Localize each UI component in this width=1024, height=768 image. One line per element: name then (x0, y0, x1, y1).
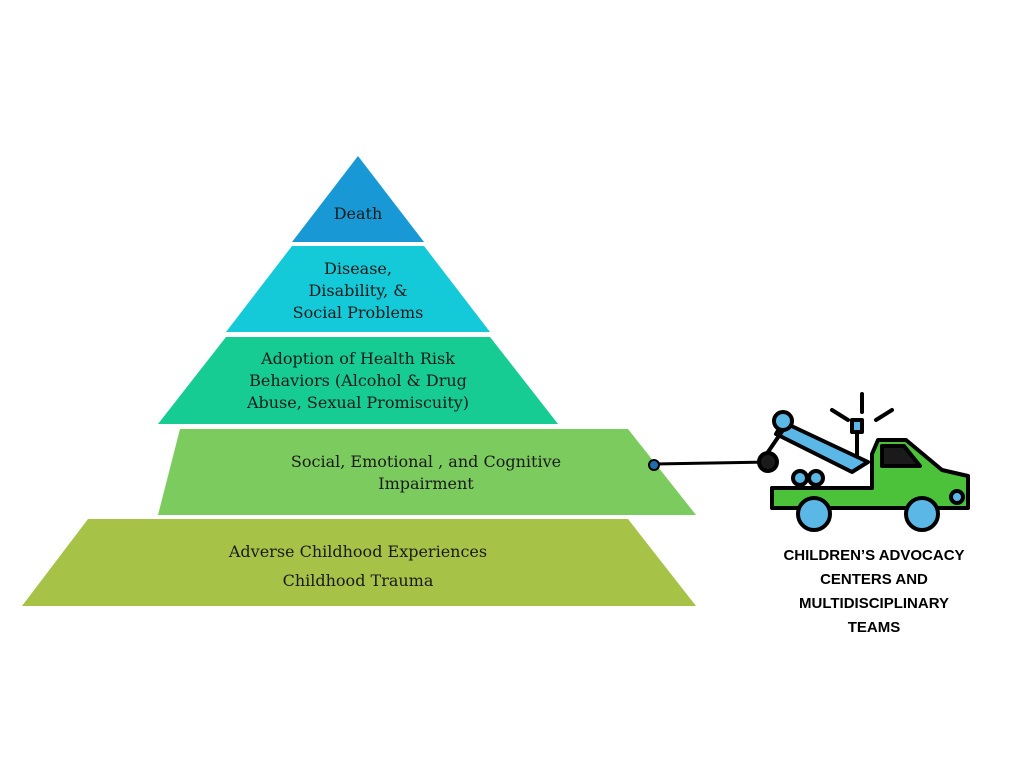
tier-label-health-risk: Adoption of Health Risk Behaviors (Alcoh… (246, 349, 470, 412)
tier-disease (226, 246, 490, 332)
tow-hook (757, 451, 779, 473)
tow-truck-icon (757, 392, 970, 532)
tow-cable (653, 460, 769, 466)
tier-death (292, 156, 424, 242)
tier-label-death: Death (333, 204, 383, 223)
tier-label-ace: Adverse Childhood Experiences Childhood … (228, 542, 488, 590)
tier-label-disease: Disease, Disability, & Social Problems (292, 259, 424, 322)
tier-health-risk (158, 337, 558, 424)
cable-anchor (648, 459, 660, 471)
truck-caption: CHILDREN’S ADVOCACY CENTERS AND MULTIDIS… (783, 547, 965, 636)
tier-impairment (158, 429, 696, 515)
tier-label-impairment: Social, Emotional , and Cognitive Impair… (290, 452, 562, 493)
tier-ace (22, 519, 696, 606)
